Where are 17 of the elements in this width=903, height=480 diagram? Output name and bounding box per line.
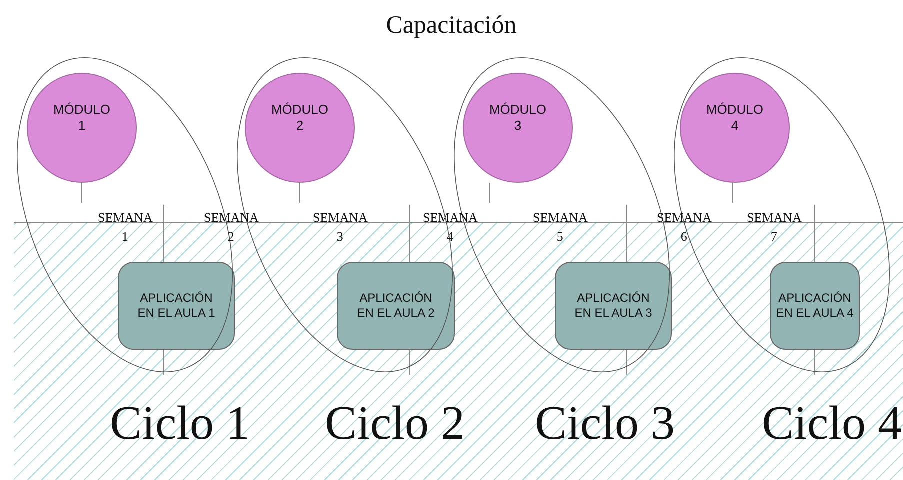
module-circle: MÓDULO 4	[680, 73, 790, 183]
cycle-label: Ciclo 4	[762, 396, 902, 451]
module-circle: MÓDULO 2	[245, 73, 355, 183]
application-box: APLICACIÓN EN EL AULA 4	[770, 262, 860, 350]
cycle-label: Ciclo 1	[110, 396, 250, 451]
week-label: SEMANA 3	[313, 209, 368, 246]
module-circle: MÓDULO 3	[463, 73, 573, 183]
week-label: SEMANA 5	[533, 209, 588, 246]
week-label: SEMANA 7	[747, 209, 802, 246]
week-label: SEMANA 1	[98, 209, 152, 246]
module-circle: MÓDULO 1	[27, 73, 137, 183]
title: Capacitación	[385, 12, 518, 40]
cycle-label: Ciclo 3	[535, 396, 675, 451]
cycle-label: Ciclo 2	[325, 396, 465, 451]
application-box: APLICACIÓN EN EL AULA 1	[118, 262, 235, 350]
application-box: APLICACIÓN EN EL AULA 2	[337, 262, 455, 350]
application-box: APLICACIÓN EN EL AULA 3	[555, 262, 672, 350]
